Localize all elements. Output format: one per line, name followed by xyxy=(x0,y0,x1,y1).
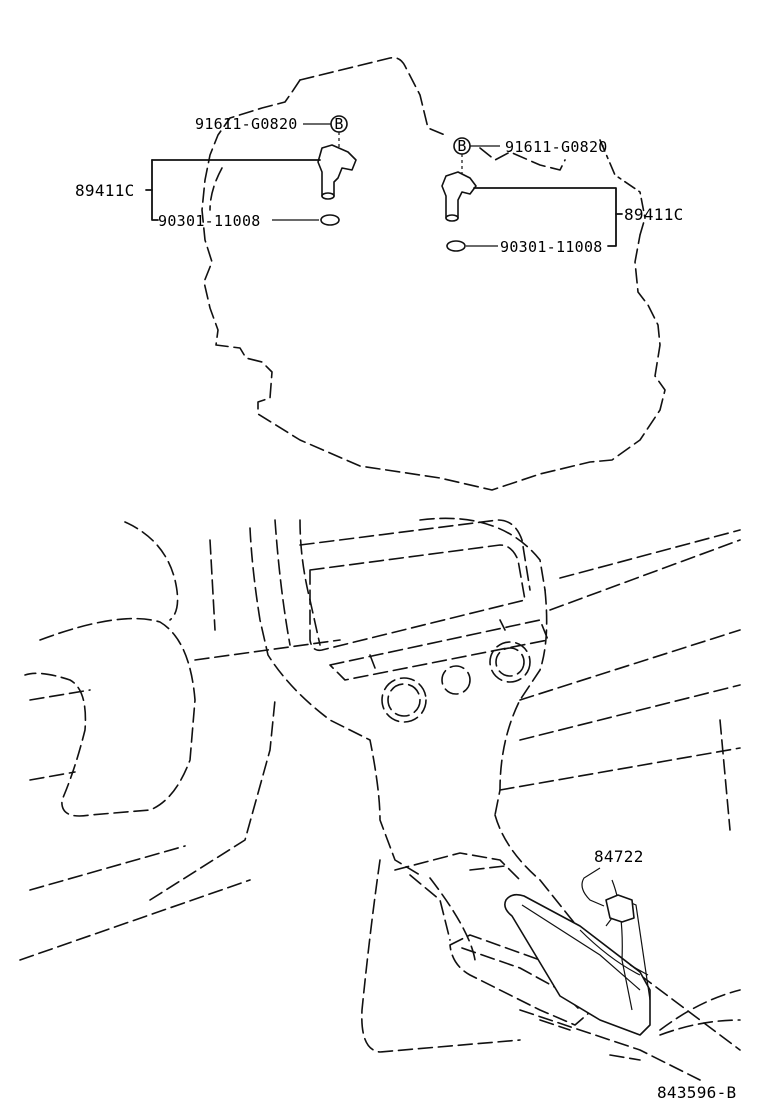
left-sensor-part-number: 89411C xyxy=(75,181,135,200)
shift-switch-part xyxy=(581,867,635,927)
switch-icon xyxy=(605,894,635,923)
left-sensor-group: B xyxy=(145,115,357,226)
left-bolt-part-number: 91611-G0820 xyxy=(195,115,298,133)
right-sensor-icon xyxy=(441,171,477,219)
left-bolt-mark: B xyxy=(334,115,343,133)
switch-part-number: 84722 xyxy=(594,847,644,866)
right-sensor-group: B xyxy=(441,137,623,252)
right-bolt-mark: B xyxy=(457,137,466,155)
right-gasket-part-number: 90301-11008 xyxy=(500,238,603,256)
diagram-id: 843596-B xyxy=(657,1083,736,1102)
transmission-outline xyxy=(201,56,666,491)
right-bolt-part-number: 91611-G0820 xyxy=(505,138,608,156)
right-gasket-icon xyxy=(446,240,466,252)
left-sensor-icon xyxy=(317,144,357,197)
left-gasket-part-number: 90301-11008 xyxy=(158,212,261,230)
dashboard-outline xyxy=(19,517,741,1081)
right-sensor-part-number: 89411C xyxy=(624,205,684,224)
left-gasket-icon xyxy=(320,214,340,226)
